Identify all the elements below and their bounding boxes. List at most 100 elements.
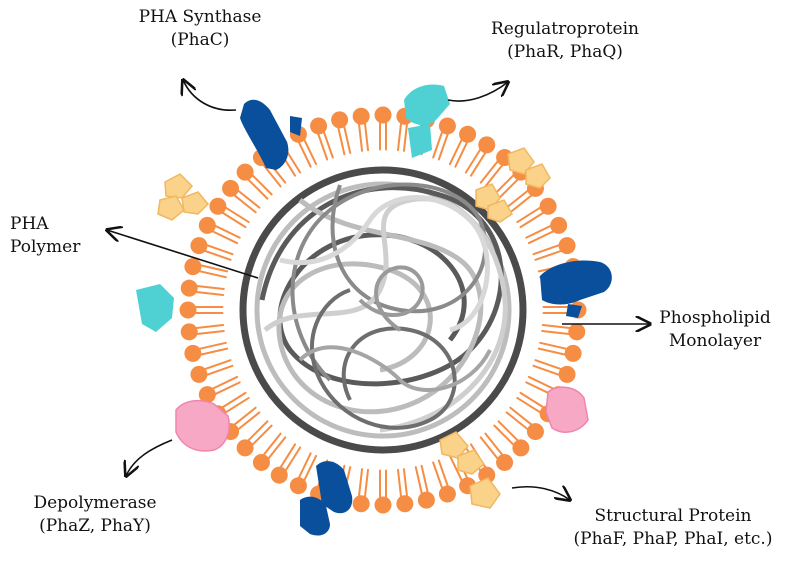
phospholipid-head bbox=[374, 106, 392, 124]
phospholipid-head bbox=[209, 197, 227, 215]
phospholipid-tail bbox=[214, 381, 241, 396]
phospholipid-tail bbox=[516, 396, 542, 414]
phospholipid bbox=[448, 125, 477, 168]
regulator-protein-top bbox=[404, 84, 450, 158]
phospholipid-tail bbox=[317, 133, 329, 161]
phospholipid-tail bbox=[358, 468, 364, 497]
phospholipid bbox=[198, 375, 241, 404]
phospholipid-tail bbox=[527, 375, 555, 390]
phospholipid bbox=[432, 459, 456, 503]
phospholipid-tail bbox=[527, 230, 555, 245]
phospholipid-tail bbox=[484, 432, 504, 456]
phospholipid-label: Phospholipid Monolayer bbox=[640, 307, 790, 353]
phospholipid bbox=[505, 406, 544, 441]
phospholipid-head bbox=[180, 279, 198, 297]
phospholipid-tail bbox=[247, 420, 269, 442]
pha-polymer-label: PHA Polymer bbox=[10, 213, 130, 259]
phospholipid-tail bbox=[493, 174, 515, 196]
phospholipid-head bbox=[236, 163, 254, 181]
phospholipid-tail bbox=[493, 424, 515, 446]
pha-synthase-label: PHA Synthase (PhaC) bbox=[100, 6, 300, 52]
phospholipid-tail bbox=[204, 249, 232, 261]
phospholipid-tail bbox=[402, 123, 408, 152]
phospholipid bbox=[190, 359, 234, 383]
structural-protein-group-top-right bbox=[475, 147, 551, 223]
phospholipid bbox=[180, 323, 225, 341]
structural-protein-name: Structural Protein bbox=[594, 506, 752, 526]
phospholipid-tail bbox=[284, 446, 302, 472]
phospholipid bbox=[516, 197, 557, 229]
phospholipid-tail bbox=[267, 436, 287, 460]
phospholipid-tail bbox=[532, 364, 560, 376]
phospholipid bbox=[190, 237, 234, 261]
phospholipid bbox=[310, 117, 334, 161]
phospholipid-tail bbox=[541, 329, 570, 335]
phospholipid-head bbox=[190, 237, 208, 255]
phospholipid-tail bbox=[532, 244, 560, 256]
phospholipid-tail bbox=[505, 411, 529, 431]
phospholipid bbox=[331, 111, 352, 156]
phospholipid bbox=[374, 469, 392, 514]
phospholipid-tail bbox=[247, 178, 269, 200]
phospholipid-tail bbox=[525, 224, 552, 239]
phospholipid-tail bbox=[206, 244, 234, 256]
phospholipid bbox=[289, 452, 318, 495]
phospholipid-head bbox=[459, 125, 477, 143]
phospholipid-head bbox=[190, 365, 208, 383]
phospholipid-head bbox=[539, 197, 557, 215]
phospholipid-tail bbox=[497, 420, 519, 442]
phospholipid-tail bbox=[211, 230, 239, 245]
phospholipid bbox=[374, 106, 392, 151]
phospholipid-tail bbox=[420, 464, 429, 494]
phospholipid-head bbox=[179, 301, 197, 319]
phospholipid bbox=[236, 420, 273, 457]
phospholipid-head bbox=[252, 453, 270, 471]
structural-protein-label: Structural Protein (PhaF, PhaP, PhaI, et… bbox=[558, 505, 788, 551]
phospholipid-tail bbox=[343, 125, 352, 154]
phospholipid-tail bbox=[303, 454, 318, 482]
phospholipid-tail bbox=[432, 461, 444, 489]
phospholipid-head bbox=[526, 423, 544, 441]
phospholipid-head bbox=[438, 117, 456, 135]
phospholipid-tail bbox=[484, 164, 504, 188]
phospholipid bbox=[209, 197, 250, 229]
phospholipid bbox=[493, 420, 530, 457]
phospholipid-tail bbox=[437, 133, 449, 161]
phospholipid-tail bbox=[233, 194, 257, 214]
label-arrows bbox=[107, 80, 650, 500]
phospholipid bbox=[396, 468, 414, 513]
phospholipid bbox=[184, 341, 229, 362]
phospholipid bbox=[352, 107, 370, 152]
phospholipid bbox=[184, 258, 229, 279]
arrow-synthase bbox=[183, 80, 237, 111]
phospholipid bbox=[432, 117, 456, 161]
phospholipid-head bbox=[352, 495, 370, 513]
phospholipid-tail bbox=[221, 391, 247, 409]
phospholipid bbox=[532, 237, 576, 261]
phospholipid bbox=[252, 432, 287, 471]
phospholipid-tail bbox=[432, 131, 444, 159]
phospholipid-tail bbox=[237, 189, 261, 209]
arrow-depolymerase bbox=[126, 439, 173, 476]
phospholipid-head bbox=[564, 344, 582, 362]
phospholipid-tail bbox=[196, 285, 225, 291]
phospholipid-tail bbox=[251, 424, 273, 446]
phospholipid-tail bbox=[358, 123, 364, 152]
phospholipid-head bbox=[478, 466, 496, 484]
phospholipid-tail bbox=[534, 249, 562, 261]
phospholipid-tail bbox=[199, 264, 229, 273]
phospholipid-tail bbox=[303, 138, 318, 166]
phospholipid-tail bbox=[396, 122, 403, 152]
phospholipid bbox=[352, 468, 370, 513]
phospholipid-head bbox=[331, 111, 349, 129]
phospholipid-tail bbox=[251, 174, 273, 196]
depolymerase-label: Depolymerase (PhaZ, PhaY) bbox=[10, 492, 180, 538]
pha-polymer-coil bbox=[239, 166, 527, 454]
phospholipid-tail bbox=[214, 224, 241, 239]
phospholipid-tail bbox=[448, 454, 463, 482]
pha-synthase-protein-top bbox=[240, 99, 302, 170]
phospholipid bbox=[270, 443, 302, 484]
phospholipid-head bbox=[222, 179, 240, 197]
phospholipid-tail bbox=[198, 270, 227, 279]
